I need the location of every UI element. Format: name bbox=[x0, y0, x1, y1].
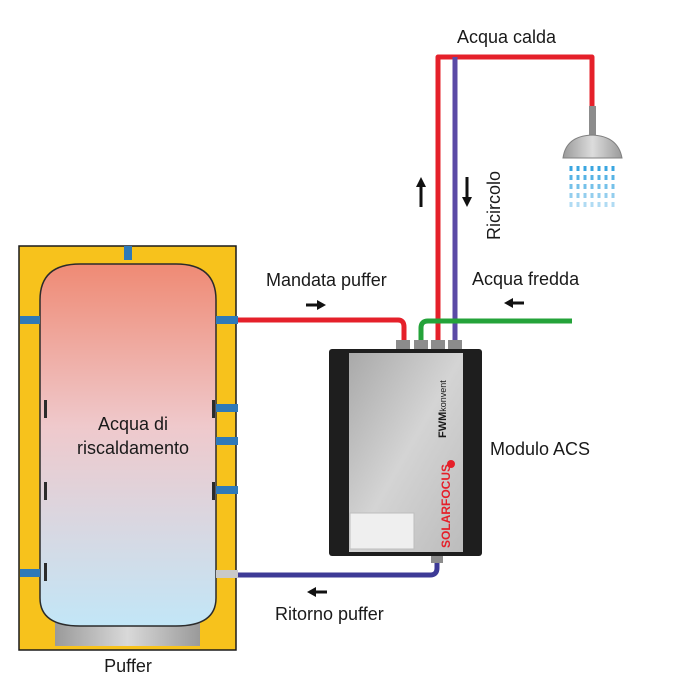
tank-label: Puffer bbox=[104, 656, 152, 676]
water-drop bbox=[569, 175, 573, 180]
arrow-left-icon bbox=[504, 298, 524, 308]
water-drop bbox=[611, 184, 615, 189]
water-drop bbox=[583, 202, 587, 207]
arrow-right-icon bbox=[306, 300, 326, 310]
water-drop bbox=[611, 193, 615, 198]
buffer-flow-label: Mandata puffer bbox=[266, 270, 387, 290]
tank-vessel bbox=[39, 263, 217, 627]
buffer-tank bbox=[18, 245, 238, 651]
cold-water-pipe bbox=[418, 318, 572, 345]
buffer-return-pipe bbox=[238, 557, 440, 578]
water-drop bbox=[576, 166, 580, 171]
water-drop bbox=[569, 184, 573, 189]
arrow-left-icon bbox=[307, 587, 327, 597]
tank-content-label-line2: riscaldamento bbox=[77, 438, 189, 458]
buffer-flow-pipe bbox=[238, 317, 407, 345]
hot-water-pipe bbox=[435, 54, 595, 345]
water-drop bbox=[576, 202, 580, 207]
water-drop bbox=[611, 166, 615, 171]
water-drop bbox=[604, 202, 608, 207]
water-drop bbox=[569, 166, 573, 171]
water-drop bbox=[611, 202, 615, 207]
water-drop bbox=[604, 166, 608, 171]
water-drop bbox=[576, 193, 580, 198]
water-drop bbox=[583, 193, 587, 198]
recirculation-label: Ricircolo bbox=[484, 171, 504, 240]
water-drop bbox=[604, 184, 608, 189]
cold-water-label: Acqua fredda bbox=[472, 269, 580, 289]
arrow-up-icon bbox=[416, 177, 426, 207]
water-drop bbox=[590, 166, 594, 171]
water-drop bbox=[590, 175, 594, 180]
water-drop bbox=[569, 193, 573, 198]
dhw-module: FWMkonvent SOLARFOCUS bbox=[329, 340, 482, 563]
water-drop bbox=[597, 166, 601, 171]
shower-head-icon bbox=[562, 106, 623, 207]
module-brand-label: SOLARFOCUS bbox=[439, 464, 453, 548]
module-label: Modulo ACS bbox=[490, 439, 590, 459]
buffer-return-label: Ritorno puffer bbox=[275, 604, 384, 624]
arrow-down-icon bbox=[462, 177, 472, 207]
water-drop bbox=[597, 202, 601, 207]
water-drop bbox=[576, 184, 580, 189]
water-drop bbox=[590, 202, 594, 207]
water-drop bbox=[597, 175, 601, 180]
water-drop bbox=[583, 184, 587, 189]
water-drop bbox=[590, 184, 594, 189]
solarfocus-logo-icon bbox=[447, 460, 455, 468]
water-drop bbox=[604, 175, 608, 180]
water-drop bbox=[583, 175, 587, 180]
water-drop bbox=[604, 193, 608, 198]
tank-content-label-line1: Acqua di bbox=[98, 414, 168, 434]
water-drop bbox=[611, 175, 615, 180]
water-drop bbox=[576, 175, 580, 180]
water-drop bbox=[569, 202, 573, 207]
water-drop bbox=[597, 184, 601, 189]
water-drop bbox=[590, 193, 594, 198]
module-model-label: FWMkonvent bbox=[437, 380, 449, 438]
water-drop bbox=[597, 193, 601, 198]
water-drop bbox=[583, 166, 587, 171]
hot-water-label: Acqua calda bbox=[457, 27, 557, 47]
